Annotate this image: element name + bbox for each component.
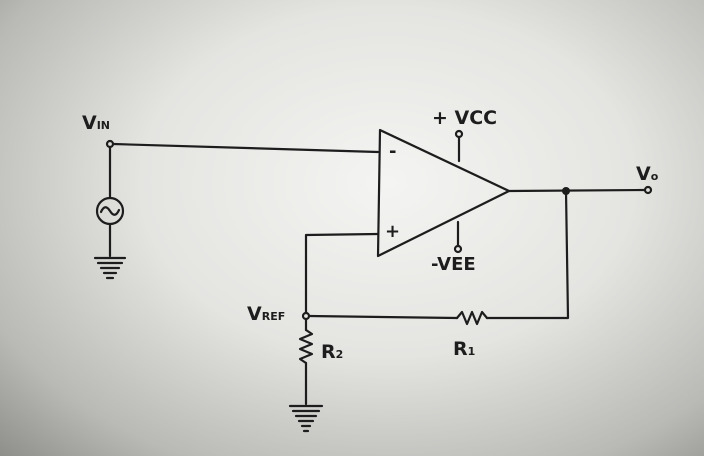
- noninverting-wire: [304, 232, 380, 315]
- vee-terminal-icon: [453, 244, 463, 254]
- r1-wire: [307, 314, 459, 320]
- vout-label: Vo: [636, 165, 658, 184]
- vin-label-main: V: [82, 112, 97, 134]
- output-wire: [507, 188, 647, 193]
- ground-icon: [288, 404, 324, 433]
- resistor-icon: [455, 310, 489, 326]
- r1-label-main: R: [453, 338, 468, 360]
- vout-terminal-icon: [643, 185, 653, 195]
- r1-label-sub: 1: [467, 345, 476, 358]
- resistor-icon: [298, 328, 314, 365]
- r2-label: R2: [321, 343, 343, 362]
- ground-icon: [93, 256, 127, 280]
- vout-label-main: V: [636, 163, 651, 185]
- ac-source-icon: [95, 196, 125, 226]
- vout-label-sub: o: [650, 170, 659, 183]
- feedback-wire: [485, 189, 570, 320]
- vin-label: VIN: [82, 114, 110, 133]
- input-wire: [111, 142, 380, 154]
- op-amp-icon: [376, 128, 511, 258]
- vref-label-main: V: [247, 303, 262, 325]
- vref-label-sub: REF: [261, 310, 286, 323]
- vref-label: VREF: [247, 305, 285, 324]
- r1-label: R1: [453, 340, 475, 359]
- vin-label-sub: IN: [96, 119, 111, 132]
- inverting-input-sign: -: [389, 141, 397, 162]
- r2-label-main: R: [321, 341, 336, 363]
- vee-label: -VEE: [431, 254, 476, 275]
- vcc-label: + VCC: [432, 107, 498, 129]
- r2-label-sub: 2: [335, 348, 344, 361]
- vcc-terminal-icon: [454, 129, 464, 139]
- noninverting-input-sign: +: [385, 221, 401, 242]
